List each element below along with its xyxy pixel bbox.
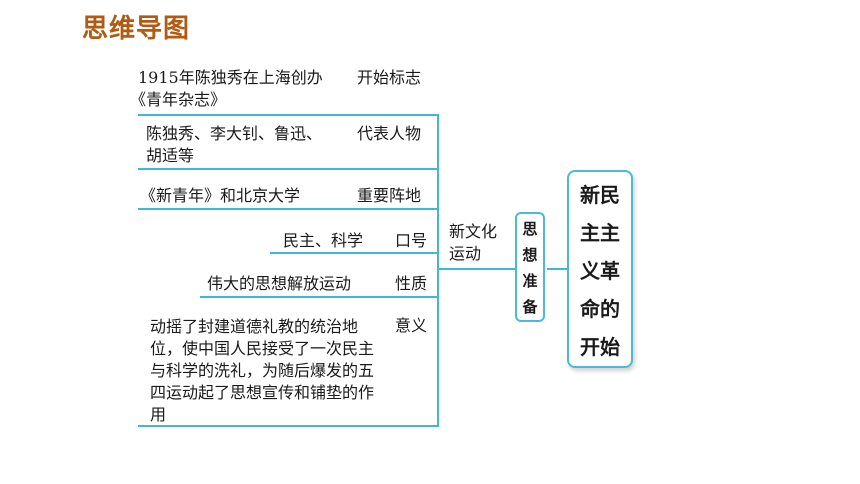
branch-line-2: [138, 168, 438, 170]
spine-to-middle-line: [437, 268, 515, 270]
box-small-char-3: 准: [522, 272, 538, 290]
branch-3-content: 《新青年》和北京大学: [140, 186, 301, 205]
box-small-char-1: 思: [522, 220, 538, 238]
middle-label-line1: 新文化: [449, 222, 498, 241]
branch-1-label: 开始标志: [357, 68, 422, 87]
small-to-big-box-line: [547, 268, 567, 270]
branch-5-content: 伟大的思想解放运动: [207, 274, 352, 293]
vertical-spine: [437, 114, 439, 427]
branch-2-content-line2: 胡适等: [146, 146, 195, 165]
branch-6-content: 动摇了封建道德礼教的统治地位，使中国人民接受了一次民主与科学的洗礼，为随后爆发的…: [150, 317, 375, 424]
box-big-row-4: 命的: [580, 297, 620, 321]
box-big-row-2: 主主: [580, 221, 620, 245]
box-small-char-2: 想: [522, 246, 538, 264]
branch-1-content-line2: 《青年杂志》: [130, 90, 227, 109]
middle-label-line2: 运动: [449, 244, 482, 263]
branch-6-label: 意义: [395, 316, 428, 335]
page-title: 思维导图: [82, 14, 191, 44]
new-democratic-revolution-box: 新民 主主 义革 命的 开始: [567, 170, 633, 368]
branch-3-label: 重要阵地: [357, 186, 422, 205]
branch-4-label: 口号: [395, 231, 428, 250]
branch-line-3: [138, 208, 438, 210]
branch-line-6: [138, 425, 438, 427]
box-small-char-4: 备: [522, 298, 538, 316]
box-big-row-3: 义革: [580, 259, 620, 283]
thought-preparation-box: 思 想 准 备: [515, 212, 545, 322]
branch-5-label: 性质: [395, 274, 428, 293]
branch-2-content-line1: 陈独秀、李大钊、鲁迅、: [146, 124, 323, 143]
branch-4-content: 民主、科学: [283, 231, 364, 250]
box-big-row-5: 开始: [580, 335, 620, 359]
branch-line-1: [138, 114, 438, 116]
branch-1-content-line1: 1915年陈独秀在上海创办: [138, 68, 323, 87]
box-big-row-1: 新民: [580, 183, 620, 207]
branch-line-4: [270, 252, 438, 254]
branch-line-5: [200, 296, 438, 298]
branch-2-label: 代表人物: [357, 124, 422, 143]
